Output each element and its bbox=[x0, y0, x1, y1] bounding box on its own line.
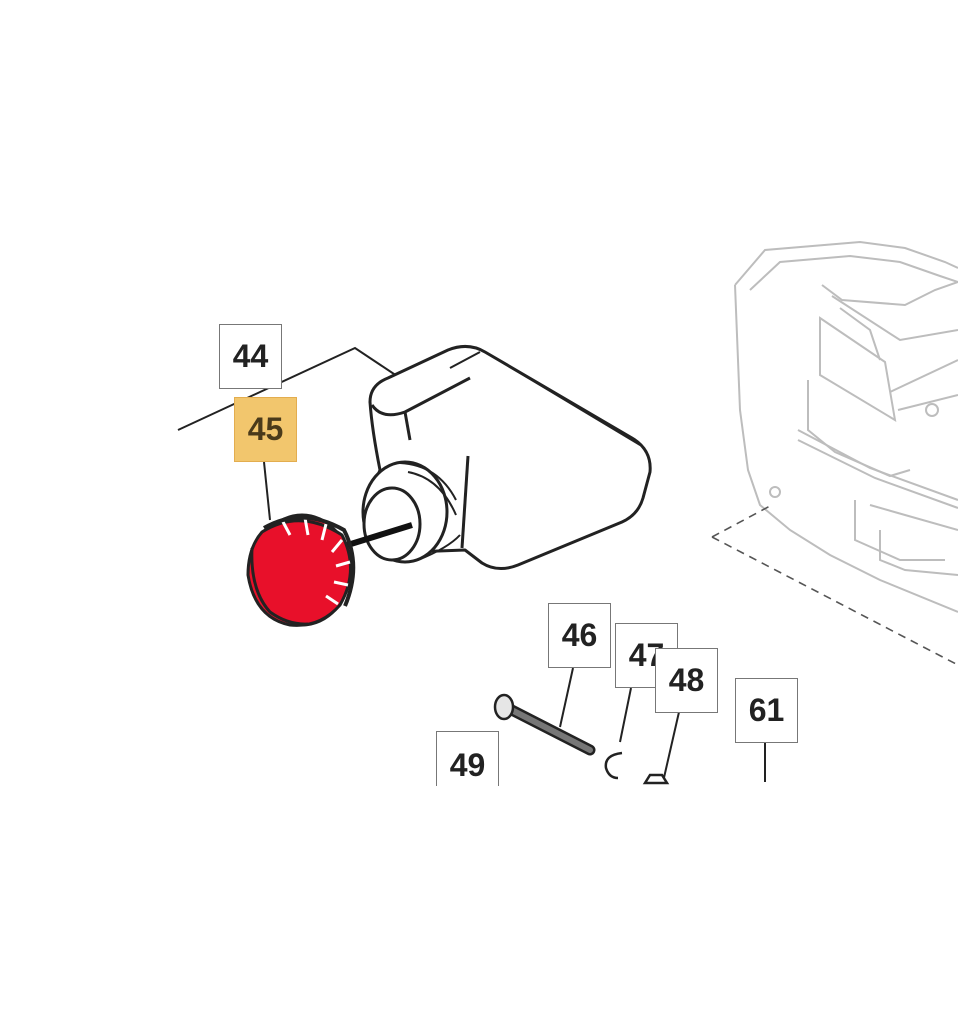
pin-icon bbox=[493, 693, 596, 756]
dashed-assembly-line bbox=[711, 505, 958, 666]
callout-61-label: 61 bbox=[748, 692, 785, 728]
callout-46[interactable]: 46 bbox=[548, 603, 611, 668]
circlip-icon bbox=[604, 751, 623, 780]
oil-tank-icon bbox=[361, 345, 652, 570]
callout-49-label: 49 bbox=[449, 747, 486, 783]
callout-46-label: 46 bbox=[561, 617, 598, 653]
callout-44-label: 44 bbox=[232, 338, 269, 374]
callout-45[interactable]: 45 bbox=[234, 397, 297, 462]
nut-icon bbox=[642, 773, 670, 785]
crop-mask bbox=[0, 786, 958, 1024]
callout-61[interactable]: 61 bbox=[735, 678, 798, 743]
callout-48-label: 48 bbox=[668, 662, 705, 698]
callout-45-label: 45 bbox=[247, 411, 284, 447]
callout-44[interactable]: 44 bbox=[219, 324, 282, 389]
tank-cap-icon bbox=[246, 513, 356, 627]
housing-icon bbox=[734, 240, 958, 613]
callout-48[interactable]: 48 bbox=[655, 648, 718, 713]
callout-49[interactable]: 49 bbox=[436, 731, 499, 786]
